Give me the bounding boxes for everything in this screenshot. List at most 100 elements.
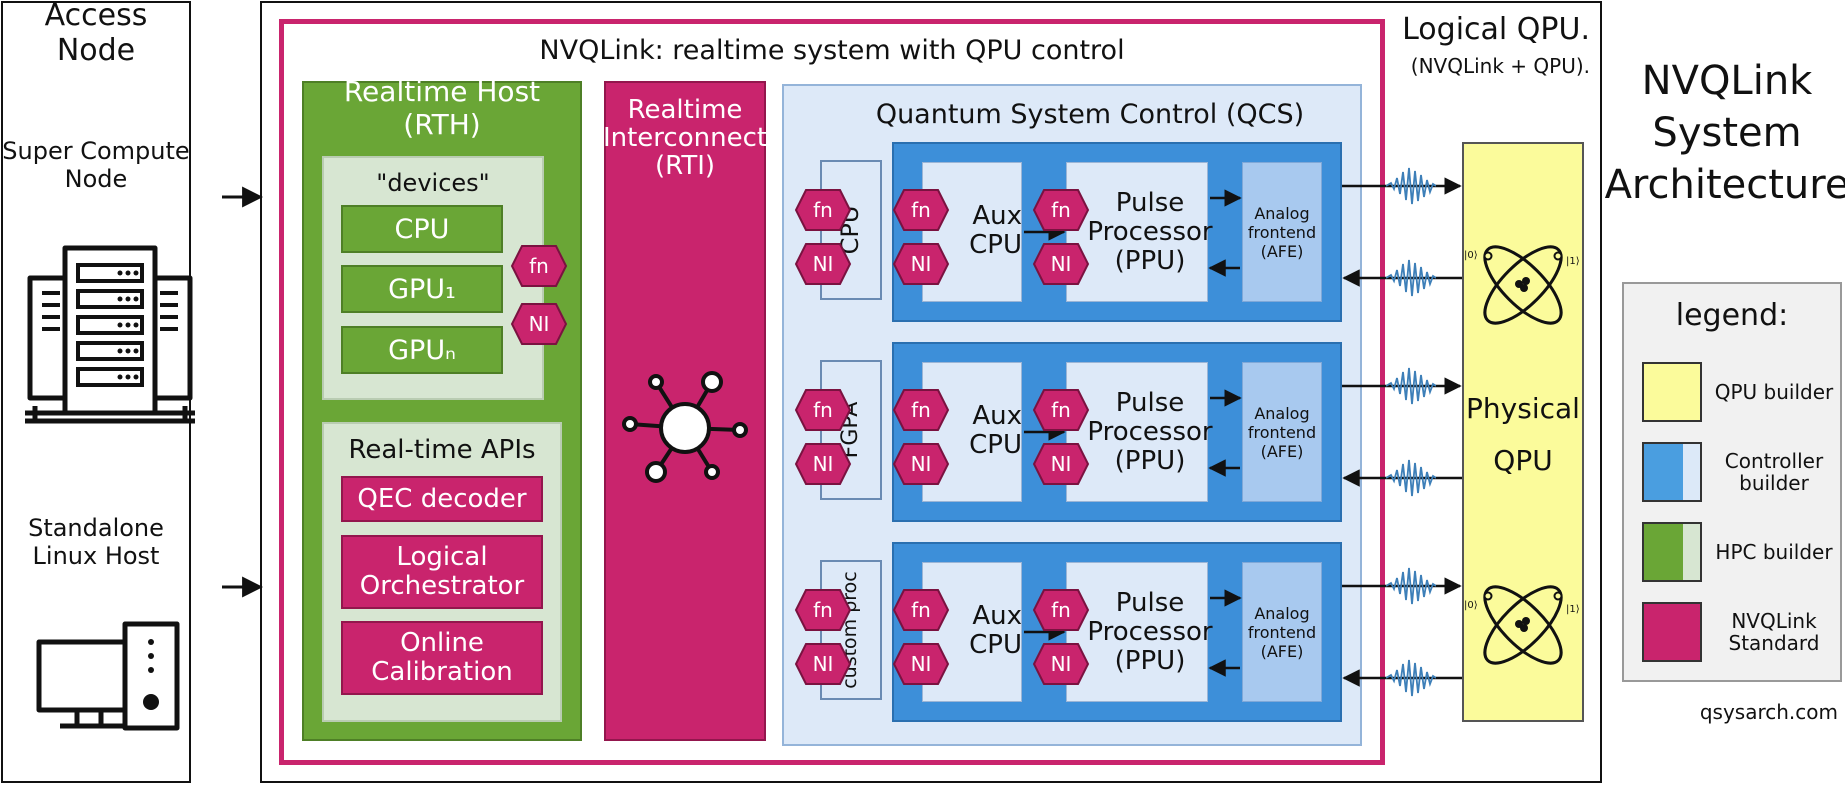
afe-box-1 (1242, 162, 1322, 302)
nvqlink-frame (279, 19, 1385, 765)
fn-tag-ppu-1-label: fn (1051, 198, 1071, 222)
device-gpu-1: GPU₁ (341, 265, 503, 313)
ppu-label-3: Pulse Processor (PPU) (1087, 587, 1213, 676)
aux-cpu-label-3: Aux CPU (969, 601, 1022, 660)
ni-tag-aux-3-label: NI (911, 652, 932, 676)
fn-tag-ppu-2-label: fn (1051, 398, 1071, 422)
ni-tag-aux-1: NI (892, 243, 950, 285)
rti-title: Realtime Interconnect (RTI) (602, 95, 768, 181)
legend-label-qpu: QPU builder (1714, 380, 1834, 404)
fn-tag-ppu-2: fn (1032, 389, 1090, 431)
ni-tag-aux-3: NI (892, 643, 950, 685)
ppu-box-3 (1066, 562, 1208, 702)
aux-cpu-label-1: Aux CPU (969, 201, 1022, 260)
ni-tag-aux-2: NI (892, 443, 950, 485)
fn-tag-proc-3-label: fn (813, 598, 833, 622)
fn-tag-aux-2-label: fn (911, 398, 931, 422)
ket-0-label-1: |0⟩ (1464, 250, 1478, 261)
afe-label-3: Analog frontend (AFE) (1247, 603, 1317, 661)
fn-tag-proc-1: fn (794, 189, 852, 231)
ni-tag-proc-2: NI (794, 443, 852, 485)
ni-tag-ppu-3-label: NI (1051, 652, 1072, 676)
legend-title: legend: (1675, 297, 1789, 333)
afe-box-2 (1242, 362, 1322, 502)
device-gpu-n: GPUₙ (341, 326, 503, 374)
legend-swatch-controller (1642, 442, 1702, 502)
atom-icon (1483, 585, 1563, 665)
waveform-icon (1386, 367, 1436, 405)
nvqlink-title: NVQLink: realtime system with QPU contro… (539, 34, 1125, 66)
waveform-icon (1386, 167, 1436, 205)
ppu-label-1: Pulse Processor (PPU) (1087, 187, 1213, 276)
desktop-computer-icon (36, 621, 180, 731)
api-qec-decoder: QEC decoder (341, 476, 543, 522)
ni-tag-aux-1-label: NI (911, 252, 932, 276)
ni-tag-ppu-3: NI (1032, 643, 1090, 685)
fn-tag-aux-3-label: fn (911, 598, 931, 622)
qcs-title: Quantum System Control (QCS) (875, 98, 1305, 130)
fn-tag-aux-2: fn (892, 389, 950, 431)
device-cpu: CPU (341, 205, 503, 253)
aux-cpu-label-2: Aux CPU (969, 401, 1022, 460)
legend-swatch-hpc (1642, 522, 1702, 582)
ni-tag-aux-2-label: NI (911, 452, 932, 476)
fn-tag-aux-1-label: fn (911, 198, 931, 222)
fn-tag-ppu-1: fn (1032, 189, 1090, 231)
diagram-title: NVQLink System Architecture (1604, 58, 1845, 208)
ni-tag-proc-3-label: NI (813, 652, 834, 676)
credit-text: qsysarch.com (1699, 700, 1838, 724)
afe-box-3 (1242, 562, 1322, 702)
afe-label-2: Analog frontend (AFE) (1247, 403, 1317, 461)
realtime-apis-title: Real-time APIs (348, 435, 536, 465)
waveform-icon (1386, 459, 1436, 497)
waveform-icon (1386, 567, 1436, 605)
ket-1-label-2: |1⟩ (1566, 604, 1580, 615)
fn-tag-aux-3: fn (892, 589, 950, 631)
api-online-calibration: Online Calibration (341, 621, 543, 695)
devices-title: "devices" (376, 169, 490, 197)
waveform-icon (1386, 659, 1436, 697)
fn-tag-aux-1: fn (892, 189, 950, 231)
legend-swatch-qpu (1642, 362, 1702, 422)
legend-label-nvqlink: NVQLink Standard (1728, 609, 1820, 655)
afe-label-1: Analog frontend (AFE) (1247, 203, 1317, 261)
legend-label-controller: Controller builder (1724, 449, 1824, 495)
super-compute-label: Super Compute Node (2, 137, 190, 193)
ppu-box-1 (1066, 162, 1208, 302)
fn-tag-proc-3: fn (794, 589, 852, 631)
api-logical-orchestrator: Logical Orchestrator (341, 535, 543, 609)
legend-label-hpc: HPC builder (1715, 540, 1833, 564)
ni-tag-ppu-1: NI (1032, 243, 1090, 285)
ni-tag-proc-2-label: NI (813, 452, 834, 476)
fn-tag-proc-1-label: fn (813, 198, 833, 222)
network-hub-icon (622, 371, 748, 483)
physical-qpu-label: Physical QPU (1466, 392, 1580, 477)
fn-tag-ppu-3-label: fn (1051, 598, 1071, 622)
ni-tag-rth-label: NI (529, 312, 550, 336)
fn-tag-rth: fn (510, 245, 568, 287)
logical-qpu-frame (260, 1, 1602, 783)
ket-0-label-2: |0⟩ (1464, 600, 1478, 611)
ni-tag-proc-3: NI (794, 643, 852, 685)
waveform-icon (1386, 259, 1436, 297)
ni-tag-proc-1: NI (794, 243, 852, 285)
server-rack-icon (25, 245, 195, 424)
ni-tag-rth: NI (510, 303, 568, 345)
ni-tag-ppu-2: NI (1032, 443, 1090, 485)
logical-qpu-subtitle: (NVQLink + QPU). (1410, 54, 1590, 78)
ni-tag-proc-1-label: NI (813, 252, 834, 276)
standalone-linux-label: Standalone Linux Host (28, 514, 164, 570)
fn-tag-proc-2: fn (794, 389, 852, 431)
ni-tag-ppu-2-label: NI (1051, 452, 1072, 476)
ppu-box-2 (1066, 362, 1208, 502)
ppu-label-2: Pulse Processor (PPU) (1087, 387, 1213, 476)
legend-swatch-nvqlink (1642, 602, 1702, 662)
ket-1-label-1: |1⟩ (1566, 256, 1580, 267)
atom-icon (1483, 245, 1563, 325)
ni-tag-ppu-1-label: NI (1051, 252, 1072, 276)
fn-tag-rth-label: fn (529, 254, 549, 278)
fn-tag-ppu-3: fn (1032, 589, 1090, 631)
fn-tag-proc-2-label: fn (813, 398, 833, 422)
logical-qpu-title: Logical QPU. (1402, 12, 1590, 47)
